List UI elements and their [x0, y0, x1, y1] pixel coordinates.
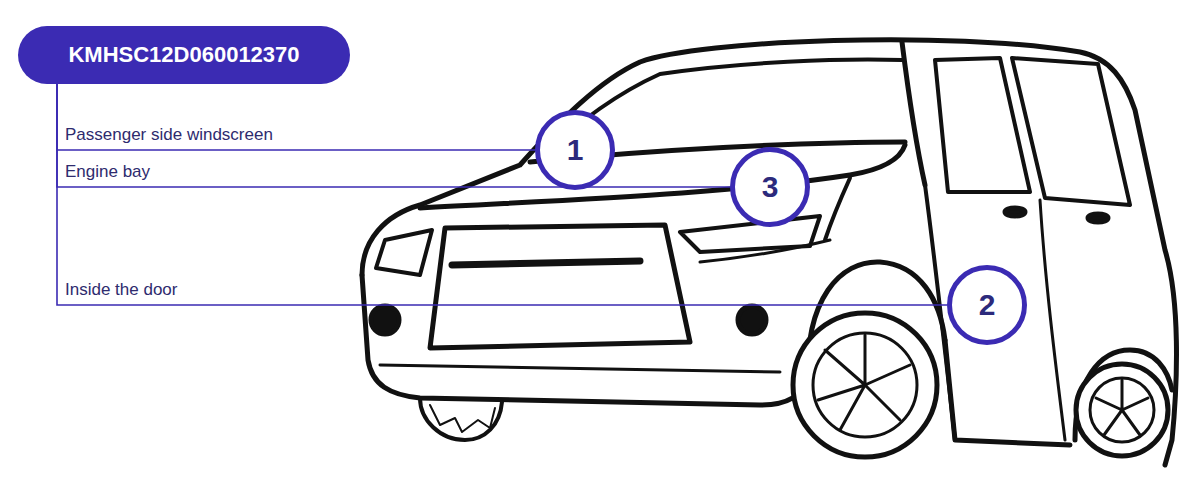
location-label: Engine bay [65, 162, 150, 182]
location-label: Passenger side windscreen [65, 125, 273, 145]
leader-line [57, 84, 535, 150]
vin-badge: KMHSC12D060012370 [18, 26, 350, 84]
callout-circle: 3 [730, 147, 810, 227]
callout-number: 2 [979, 288, 996, 322]
callout-circle: 1 [535, 110, 615, 190]
leader-line [57, 84, 730, 187]
callout-circle: 2 [947, 265, 1027, 345]
leader-line [57, 84, 947, 305]
location-label: Inside the door [65, 280, 177, 300]
vin-number: KMHSC12D060012370 [68, 42, 299, 68]
callout-number: 3 [762, 170, 779, 204]
callout-number: 1 [567, 133, 584, 167]
